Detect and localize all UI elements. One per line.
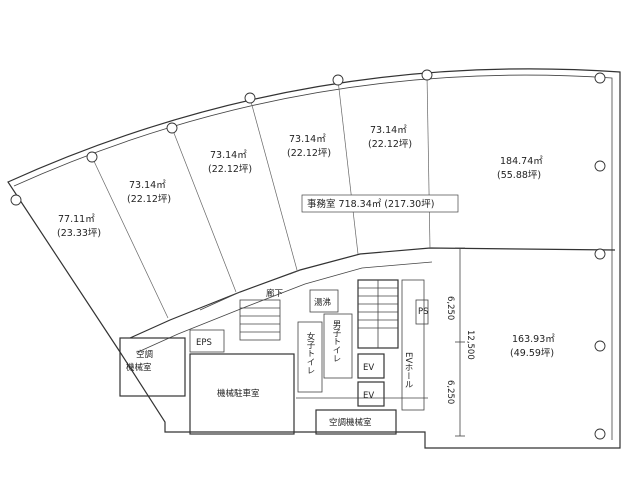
- ev-hall-label: EVホール: [403, 352, 413, 389]
- unit-4-tsubo: (22.12坪): [287, 147, 331, 159]
- hvac-room-left-line1: 空調: [136, 349, 153, 360]
- ps-label: PS: [418, 307, 429, 317]
- unit-4-label: 73.14㎡ (22.12坪): [287, 134, 331, 159]
- unit-2-area: 73.14㎡: [129, 180, 166, 191]
- unit-6-label: 184.74㎡ (55.88坪): [497, 156, 543, 181]
- dimension-1-label: 6,250: [445, 296, 455, 320]
- ev-2-label: EV: [363, 391, 374, 401]
- core-area: [119, 279, 429, 435]
- unit-2-label: 73.14㎡ (22.12坪): [127, 180, 171, 205]
- stairs-left: [240, 307, 280, 333]
- hvac-room-bottom-label: 空調機械室: [329, 417, 372, 428]
- eps-label: EPS: [196, 338, 212, 348]
- office-total-text: 事務室 718.34㎡ (217.30坪): [307, 198, 434, 210]
- unit-1-tsubo: (23.33坪): [57, 227, 101, 239]
- unit-4-area: 73.14㎡: [289, 134, 326, 145]
- corridor-label: 廊下: [266, 288, 284, 299]
- unit-5-tsubo: (22.12坪): [368, 138, 412, 150]
- mech-parking-label: 機械駐車室: [217, 388, 260, 399]
- unit-5-area: 73.14㎡: [370, 125, 407, 136]
- office-total-label: 事務室 718.34㎡ (217.30坪): [301, 194, 459, 213]
- unit-2-tsubo: (22.12坪): [127, 193, 171, 205]
- dimension-3-label: 6,250: [445, 380, 455, 404]
- unit-3-area: 73.14㎡: [210, 150, 247, 161]
- dimension-line: [455, 247, 465, 437]
- unit-6-area: 184.74㎡: [500, 156, 543, 167]
- womens-toilet-label: 女子トイレ: [305, 331, 315, 374]
- unit-1-area: 77.11㎡: [58, 214, 95, 225]
- stairs-right: [358, 280, 398, 348]
- unit-3-tsubo: (22.12坪): [208, 163, 252, 175]
- mens-toilet-label: 男子トイレ: [331, 320, 341, 363]
- dimension-2-label: 12,500: [465, 330, 475, 360]
- unit-6-tsubo: (55.88坪): [497, 169, 541, 181]
- unit-1-label: 77.11㎡ (23.33坪): [57, 214, 101, 239]
- ev-1-label: EV: [363, 363, 374, 373]
- unit-3-label: 73.14㎡ (22.12坪): [208, 150, 252, 175]
- unit-7-tsubo: (49.59坪): [510, 347, 554, 359]
- unit-5-label: 73.14㎡ (22.12坪): [368, 125, 412, 150]
- hvac-room-left-line2: 機械室: [126, 362, 152, 373]
- building-outline: [7, 68, 621, 449]
- columns: [10, 69, 606, 440]
- tenant-dividers: [91, 74, 431, 319]
- kitchenette-label: 湯沸: [314, 297, 332, 308]
- unit-7-label: 163.93㎡ (49.59坪): [510, 334, 555, 359]
- unit-7-area: 163.93㎡: [512, 334, 555, 345]
